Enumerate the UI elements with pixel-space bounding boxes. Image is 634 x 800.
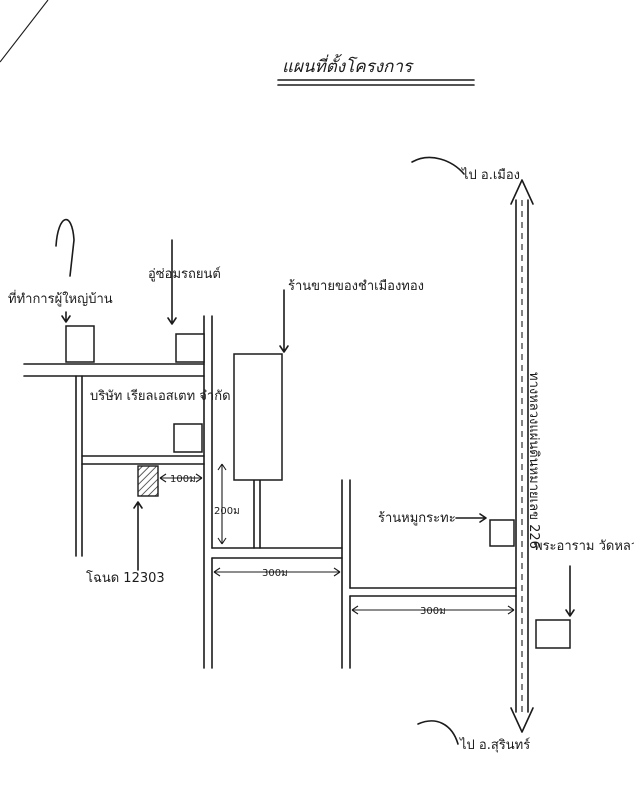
building-access-road xyxy=(253,479,261,549)
dist-mid-label: 300ม xyxy=(262,568,288,579)
company-label: บริษัท เรียลเอสเตท จำกัด xyxy=(90,388,231,404)
highway-label: ทางหลวงแผ่นดินหมายเลข 226 xyxy=(526,372,541,549)
page-fold-mark xyxy=(0,0,49,63)
shop-mid-arrow xyxy=(455,513,487,523)
temple-building xyxy=(535,619,571,649)
top-dest-curl xyxy=(411,156,465,175)
garage-label: อู่ซ่อมรถยนต์ xyxy=(148,266,221,282)
shop-top-label: ร้านขายของชำเมืองทอง xyxy=(288,278,424,294)
dist-mid-line xyxy=(213,567,341,577)
deed-plot xyxy=(137,465,159,497)
garage-arrow xyxy=(167,239,177,325)
office-building xyxy=(65,325,95,363)
central-road xyxy=(203,315,213,669)
temple-label: พระอาราม วัดหลวง xyxy=(534,539,634,554)
left-side-road xyxy=(75,375,83,557)
dist-short-line xyxy=(159,473,203,483)
dist-right-line xyxy=(351,605,515,615)
upper-road xyxy=(23,363,205,377)
top-dest-label: ไป อ.เมือง xyxy=(461,167,520,183)
inner-road xyxy=(81,455,205,465)
map-title: แผนที่ตั้งโครงการ xyxy=(282,53,414,77)
right-vertical-road xyxy=(341,479,351,669)
bottom-dest-curl xyxy=(417,720,459,745)
dist-vertical-label: 200ม xyxy=(214,506,240,517)
lower-road xyxy=(349,587,517,597)
office-curl xyxy=(55,218,75,277)
company-building xyxy=(173,423,203,453)
office-label: ที่ทำการผู้ใหญ่บ้าน xyxy=(8,290,113,307)
dist-vertical-line xyxy=(217,463,227,545)
shop-mid-label: ร้านหมูกระทะ xyxy=(378,511,456,526)
temple-arrow xyxy=(565,565,575,617)
dist-short-label: 100ม xyxy=(170,474,196,485)
deed-arrow xyxy=(133,501,143,571)
dist-right-label: 300ม xyxy=(420,606,446,617)
shop-top-building xyxy=(233,353,283,481)
bottom-dest-label: ไป อ.สุรินทร์ xyxy=(459,737,530,753)
deed-label: โฉนด 12303 xyxy=(86,570,165,586)
garage-building xyxy=(175,333,205,363)
shop-top-arrow xyxy=(279,289,289,353)
shop-mid-building xyxy=(489,519,515,547)
office-arrow xyxy=(61,311,71,323)
highway-road xyxy=(510,179,534,733)
middle-road xyxy=(211,547,343,559)
